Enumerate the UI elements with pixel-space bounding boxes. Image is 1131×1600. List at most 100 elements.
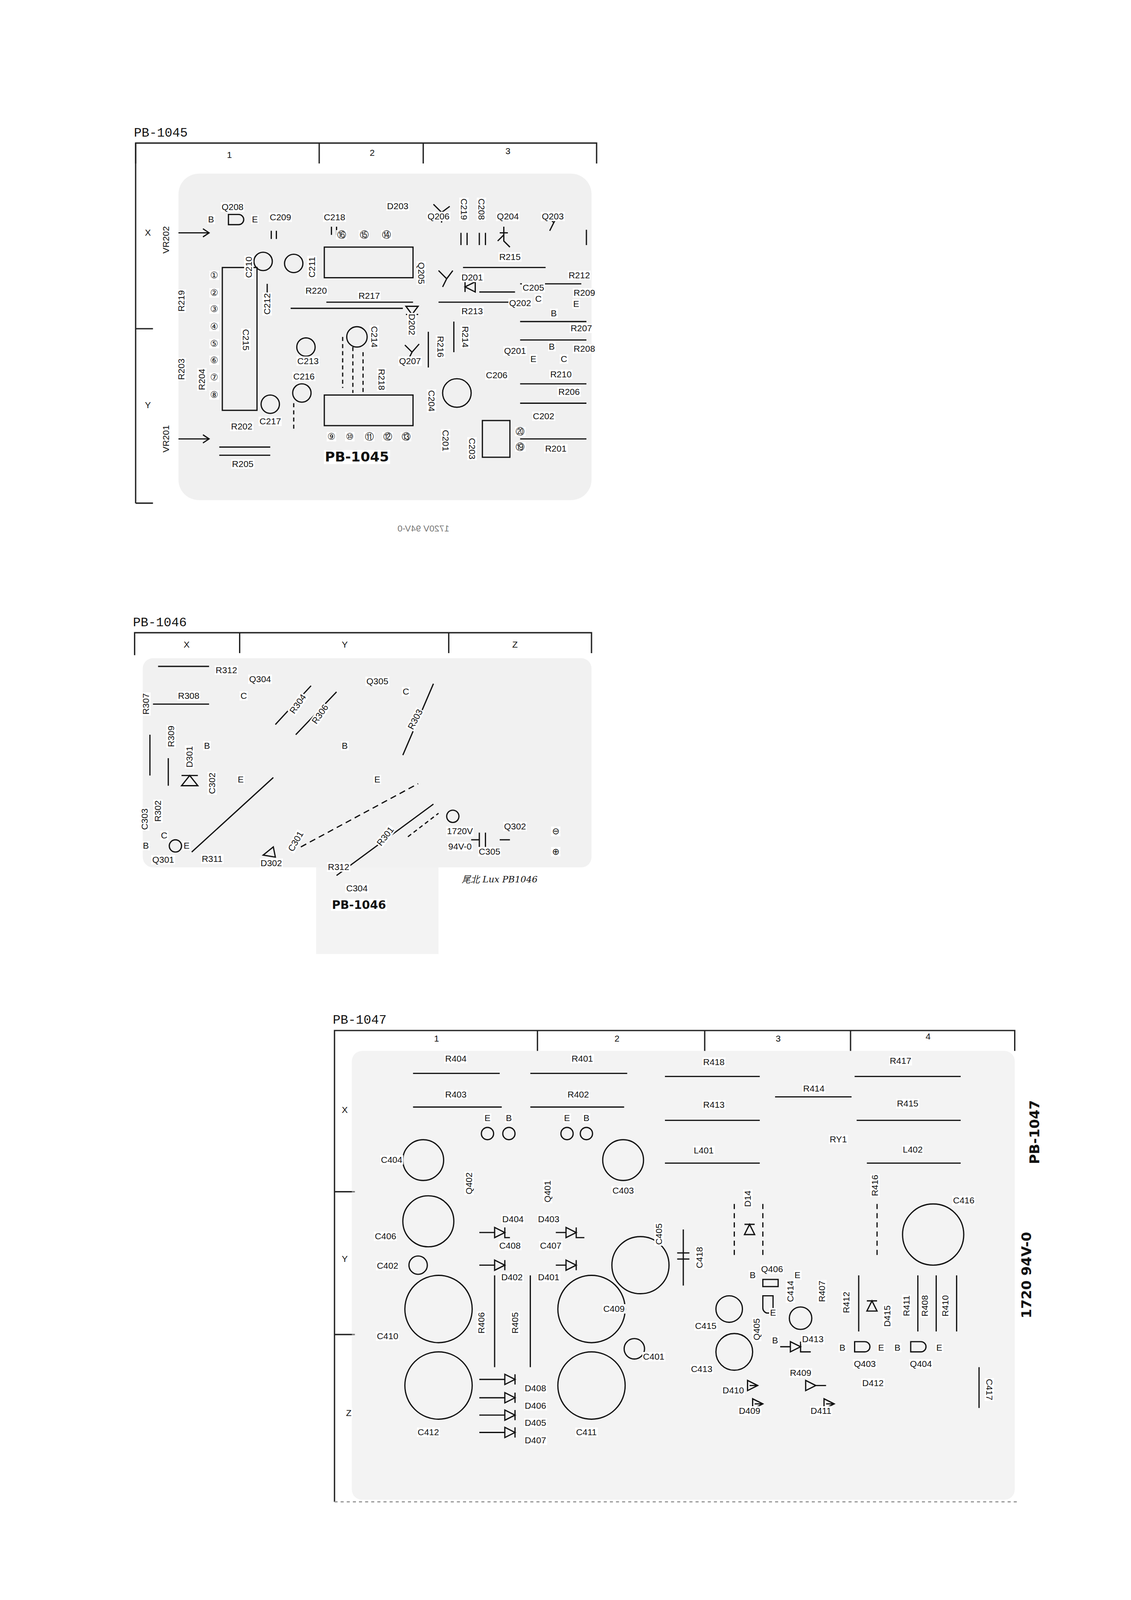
part-label: C413 bbox=[690, 1364, 714, 1374]
part-label: R204 bbox=[197, 367, 207, 391]
part-label: ④ bbox=[209, 321, 219, 332]
part-label: E bbox=[483, 1113, 492, 1123]
part-label: Q203 bbox=[540, 211, 565, 222]
part-label: ① bbox=[209, 270, 219, 280]
part-label: D404 bbox=[501, 1213, 525, 1224]
part-label: C410 bbox=[376, 1331, 400, 1341]
part-label: ⑪ bbox=[364, 431, 375, 442]
part-label: R408 bbox=[920, 1294, 930, 1318]
part-label: R212 bbox=[567, 270, 591, 280]
part-label: C214 bbox=[369, 324, 379, 348]
part-label: 3 bbox=[774, 1033, 782, 1044]
part-label: Q304 bbox=[248, 674, 272, 684]
part-label: C216 bbox=[292, 371, 316, 382]
part-label: 1 bbox=[433, 1033, 441, 1044]
part-label: D14 bbox=[743, 1189, 753, 1208]
part-label: ⑤ bbox=[209, 338, 219, 349]
part-label: R202 bbox=[230, 421, 254, 432]
part-label: C204 bbox=[426, 389, 437, 413]
part-label: R219 bbox=[176, 289, 187, 313]
part-label: B bbox=[341, 740, 349, 751]
part-label: Q206 bbox=[426, 211, 451, 222]
part-label: B bbox=[838, 1342, 847, 1353]
part-label: C404 bbox=[379, 1154, 403, 1165]
part-label: 1720V bbox=[445, 826, 474, 836]
part-label: Q205 bbox=[416, 261, 426, 286]
part-label: C405 bbox=[654, 1222, 664, 1246]
part-label: B bbox=[550, 308, 558, 318]
part-label: E bbox=[563, 1113, 572, 1123]
part-label: C305 bbox=[478, 846, 502, 857]
part-label: ③ bbox=[209, 304, 219, 314]
part-label: R215 bbox=[498, 252, 522, 262]
part-label: Y bbox=[341, 639, 349, 650]
part-label: E bbox=[572, 299, 581, 309]
part-label: E bbox=[877, 1342, 886, 1353]
part-label: Y bbox=[143, 400, 152, 410]
part-label: R218 bbox=[376, 367, 387, 391]
part-label: R405 bbox=[510, 1311, 520, 1335]
part-label: C206 bbox=[485, 370, 509, 380]
part-label: D407 bbox=[523, 1435, 547, 1445]
part-label: R208 bbox=[572, 343, 596, 354]
part-label: R416 bbox=[870, 1173, 880, 1197]
part-label: B bbox=[748, 1270, 757, 1280]
part-label: R410 bbox=[940, 1294, 951, 1318]
part-label: C201 bbox=[440, 428, 451, 452]
part-label: D415 bbox=[882, 1303, 892, 1327]
part-label: Z bbox=[345, 1407, 353, 1417]
part-label: E bbox=[236, 774, 245, 785]
part-label: 3 bbox=[504, 146, 512, 156]
part-label: Q406 bbox=[760, 1264, 784, 1274]
part-label: R402 bbox=[566, 1089, 590, 1099]
part-label: D410 bbox=[721, 1385, 745, 1395]
part-label: C409 bbox=[602, 1303, 626, 1314]
part-label: C415 bbox=[693, 1320, 718, 1331]
part-label: R214 bbox=[460, 324, 470, 348]
part-label: B bbox=[582, 1113, 591, 1123]
part-label: D203 bbox=[386, 201, 410, 211]
part-label: R206 bbox=[557, 387, 581, 397]
part-label: ⑯ bbox=[336, 230, 347, 240]
part-label: 2 bbox=[368, 148, 376, 158]
part-label: C417 bbox=[984, 1377, 994, 1401]
part-label: R407 bbox=[817, 1279, 827, 1303]
part-label: C211 bbox=[307, 256, 317, 279]
part-label: R213 bbox=[460, 306, 484, 316]
part-label: PB-1046 bbox=[331, 898, 388, 911]
part-label: D406 bbox=[523, 1400, 547, 1411]
part-label: D402 bbox=[500, 1272, 524, 1282]
part-label: R412 bbox=[841, 1290, 852, 1314]
part-label: ⑳ bbox=[514, 426, 526, 437]
part-label: C208 bbox=[476, 197, 487, 221]
part-label: E bbox=[182, 840, 191, 851]
part-label: ② bbox=[209, 288, 219, 298]
part-label: B bbox=[548, 341, 556, 352]
part-label: C bbox=[239, 690, 248, 701]
part-label: R308 bbox=[177, 690, 201, 701]
part-label: R406 bbox=[476, 1311, 487, 1335]
part-label: ⑮ bbox=[358, 230, 370, 240]
part-label: PB-1045 bbox=[323, 449, 390, 465]
part-label: ⑲ bbox=[514, 442, 526, 452]
part-label: ⑬ bbox=[400, 431, 412, 442]
part-label: Q405 bbox=[752, 1317, 762, 1341]
part-label: 1720 94V-0 bbox=[1019, 1230, 1035, 1320]
part-label: Q207 bbox=[398, 356, 422, 366]
part-label: C408 bbox=[498, 1240, 522, 1251]
part-label: E bbox=[250, 214, 259, 225]
part-label: D405 bbox=[523, 1417, 547, 1428]
part-label: ⑥ bbox=[209, 355, 219, 365]
part-label: E bbox=[935, 1342, 944, 1353]
part-label: R413 bbox=[702, 1099, 726, 1110]
part-label: C202 bbox=[532, 411, 556, 421]
part-label: Q302 bbox=[503, 821, 527, 831]
part-label: D409 bbox=[737, 1405, 761, 1416]
part-label: C218 bbox=[323, 212, 347, 222]
part-label: R312 bbox=[326, 862, 350, 872]
part-label: R307 bbox=[141, 692, 151, 716]
part-label: R401 bbox=[570, 1053, 594, 1064]
part-label: VR201 bbox=[161, 423, 171, 453]
part-label: C302 bbox=[207, 771, 217, 795]
part-label: E bbox=[529, 354, 538, 364]
